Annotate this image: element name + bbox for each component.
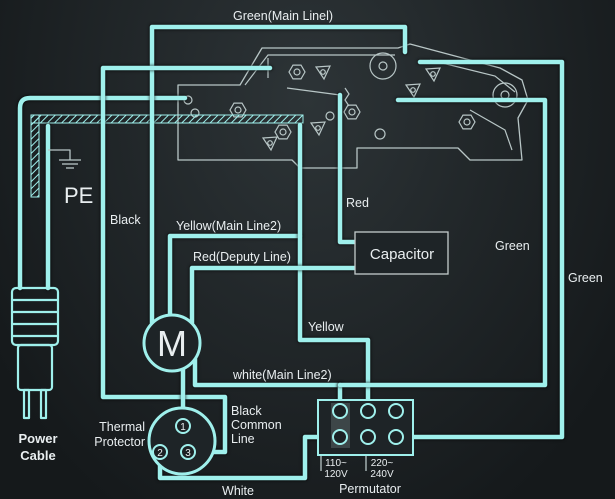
label-power-cable: Power bbox=[18, 431, 57, 446]
label-thermal-protector: Thermal bbox=[99, 420, 145, 434]
label-black-common-line: Line bbox=[231, 432, 255, 446]
thermal-terminal-3 bbox=[180, 444, 196, 460]
label-voltage-low: 120V bbox=[324, 469, 348, 480]
wire-power-line bbox=[17, 95, 188, 291]
gear-hub bbox=[378, 61, 388, 71]
hex-nut-icon bbox=[343, 104, 361, 120]
ground-icon bbox=[48, 149, 81, 169]
permutator-terminal bbox=[360, 403, 376, 419]
pin-icon bbox=[374, 128, 386, 140]
machine-inner-edge-right bbox=[429, 59, 516, 93]
wire-red bbox=[337, 92, 358, 245]
thermal-terminal-2 bbox=[152, 444, 168, 460]
permutator-terminal bbox=[332, 429, 348, 445]
label-voltage-low: 110~ bbox=[325, 458, 347, 469]
label-yellow: Yellow bbox=[308, 320, 345, 334]
cam-icon bbox=[425, 67, 441, 82]
label-red-deputy-line: Red(Deputy Line) bbox=[193, 250, 291, 264]
permutator-terminal bbox=[332, 403, 348, 419]
hex-nut-icon bbox=[458, 114, 476, 130]
label-red: Red bbox=[346, 196, 369, 210]
cam-icon bbox=[310, 121, 326, 136]
label-motor: M bbox=[157, 323, 187, 364]
label-black-common-line: Black bbox=[231, 404, 262, 418]
plug-pin bbox=[39, 388, 48, 420]
label-green-main-line1: Green(Main Linel) bbox=[233, 9, 333, 23]
pin-icon bbox=[325, 111, 335, 121]
label-white: White bbox=[222, 484, 254, 498]
cam-icon bbox=[405, 83, 421, 98]
machine-inner-edge bbox=[244, 54, 395, 86]
label-voltage-high: 240V bbox=[370, 469, 394, 480]
cam-icon bbox=[315, 65, 331, 80]
label-black-common-line: Common bbox=[231, 418, 282, 432]
label-voltage-high: 220~ bbox=[371, 458, 394, 469]
pe-braid bbox=[30, 114, 304, 198]
wire-white-main-line2 bbox=[192, 356, 343, 388]
pe-braid-horizontal bbox=[30, 114, 304, 124]
wires bbox=[17, 24, 565, 481]
plug-body bbox=[16, 343, 54, 392]
label-white-main-line2: white(Main Line2) bbox=[232, 368, 332, 382]
machine-spring bbox=[344, 87, 350, 107]
thermal-terminal-1 bbox=[175, 418, 191, 434]
label-pe: PE bbox=[64, 183, 93, 208]
wire-black bbox=[100, 65, 273, 455]
gear-icon bbox=[369, 52, 397, 80]
plug-pin bbox=[22, 388, 31, 420]
plug-ribs bbox=[12, 298, 58, 338]
power-plug bbox=[10, 286, 60, 420]
machine-arm bbox=[469, 109, 513, 151]
pe-braid-vertical bbox=[30, 114, 40, 198]
wire-yellow bbox=[297, 122, 371, 407]
label-thermal-terminal-2: 2 bbox=[157, 448, 163, 459]
machine-lever bbox=[286, 87, 341, 96]
wire-green-inner bbox=[337, 97, 548, 388]
wire-red-deputy-line bbox=[189, 265, 358, 326]
permutator-terminal bbox=[388, 403, 404, 419]
thermal-protector bbox=[147, 406, 217, 476]
label-black: Black bbox=[110, 213, 141, 227]
permutator bbox=[317, 399, 414, 471]
wire-green-main-line1 bbox=[149, 24, 408, 326]
wire-yellow-main-line2 bbox=[167, 233, 303, 318]
label-yellow-main-line2: Yellow(Main Line2) bbox=[176, 219, 281, 233]
label-green-outer: Green bbox=[568, 271, 603, 285]
permutator-terminal bbox=[388, 429, 404, 445]
label-capacitor: Capacitor bbox=[370, 246, 434, 263]
capacitor-box bbox=[354, 231, 449, 275]
wire-white bbox=[157, 434, 336, 481]
label-power-cable: Cable bbox=[20, 448, 55, 463]
label-thermal-terminal-1: 1 bbox=[180, 422, 186, 433]
hex-nut-icon bbox=[288, 64, 306, 80]
label-permutator: Permutator bbox=[339, 482, 401, 496]
motor-icon bbox=[142, 313, 202, 373]
wire-green-outer bbox=[400, 59, 565, 440]
cam-icon bbox=[262, 136, 278, 151]
roller-icon bbox=[492, 82, 518, 108]
permutator-terminal bbox=[360, 429, 376, 445]
label-thermal-protector: Protector bbox=[94, 435, 145, 449]
labels: Green(Main Linel) PE Black Yellow(Main L… bbox=[18, 9, 602, 498]
label-thermal-terminal-3: 3 bbox=[185, 448, 191, 459]
label-green-inner: Green bbox=[495, 239, 530, 253]
